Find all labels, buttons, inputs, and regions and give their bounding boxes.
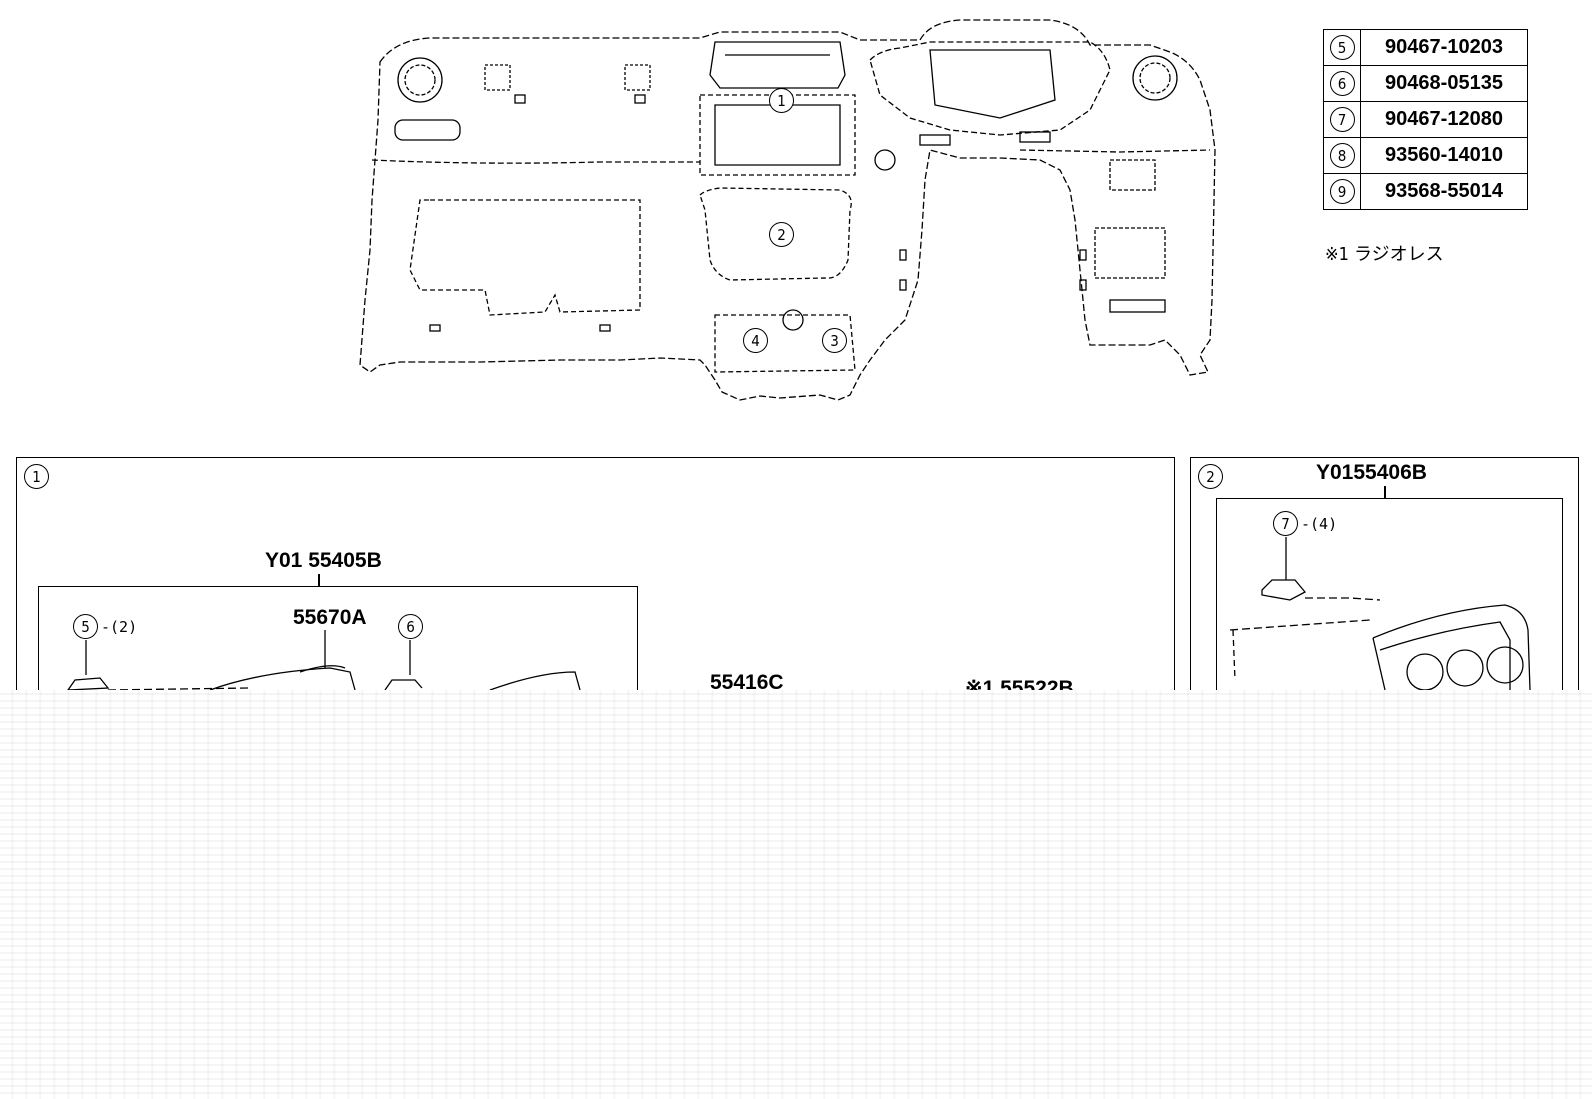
panel-1-assembly-leader <box>318 574 320 586</box>
panel-1-assembly-box <box>38 586 638 726</box>
panel-2-callout-7: 7 <box>1273 511 1298 536</box>
panel-2-assembly-box <box>1216 498 1563 708</box>
overview-callout-4: 4 <box>743 328 768 353</box>
scan-noise-region <box>0 690 1592 1099</box>
panel-1-assembly-label: Y01 55405B <box>265 549 382 572</box>
ref-number: 7 <box>1329 107 1355 132</box>
part-number: 90467-12080 <box>1360 101 1528 138</box>
table-row: 6 90468-05135 <box>1323 65 1528 102</box>
parts-number-table: 5 90467-10203 6 90468-05135 7 90467-1208… <box>1323 29 1528 210</box>
table-row: 8 93560-14010 <box>1323 137 1528 174</box>
ref-number: 5 <box>1329 35 1355 60</box>
panel-1-callout-5: 5 <box>73 614 98 639</box>
part-number: 93568-55014 <box>1360 173 1528 210</box>
panel-1-callout-6: 6 <box>398 614 423 639</box>
overview-callout-2: 2 <box>769 222 794 247</box>
footnote: ※1 ラジオレス <box>1325 244 1444 265</box>
overview-callout-3: 3 <box>822 328 847 353</box>
panel-1-label-part-b: 55416C <box>710 671 784 694</box>
table-row: 9 93568-55014 <box>1323 173 1528 210</box>
table-row: 5 90467-10203 <box>1323 29 1528 66</box>
dashboard-overview-drawing <box>359 19 1216 401</box>
panel-1-label-part-a: 55670A <box>293 606 367 629</box>
part-number: 90467-10203 <box>1360 29 1528 66</box>
panel-2-ref: 2 <box>1198 464 1223 489</box>
ref-number: 9 <box>1329 179 1355 204</box>
ref-number: 8 <box>1329 143 1355 168</box>
ref-number: 6 <box>1329 71 1355 96</box>
overview-callout-1: 1 <box>769 88 794 113</box>
panel-1-ref: 1 <box>24 464 49 489</box>
panel-2-callout-7-qty: -(4) <box>1301 515 1338 533</box>
panel-2-assembly-label: Y0155406B <box>1316 461 1427 484</box>
panel-1-callout-5-qty: -(2) <box>101 618 138 636</box>
panel-1-parts-drawing <box>66 630 1026 699</box>
panel-2-assembly-leader <box>1384 486 1386 498</box>
panel-2-parts-drawing <box>1229 537 1531 691</box>
table-row: 7 90467-12080 <box>1323 101 1528 138</box>
part-number: 90468-05135 <box>1360 65 1528 102</box>
